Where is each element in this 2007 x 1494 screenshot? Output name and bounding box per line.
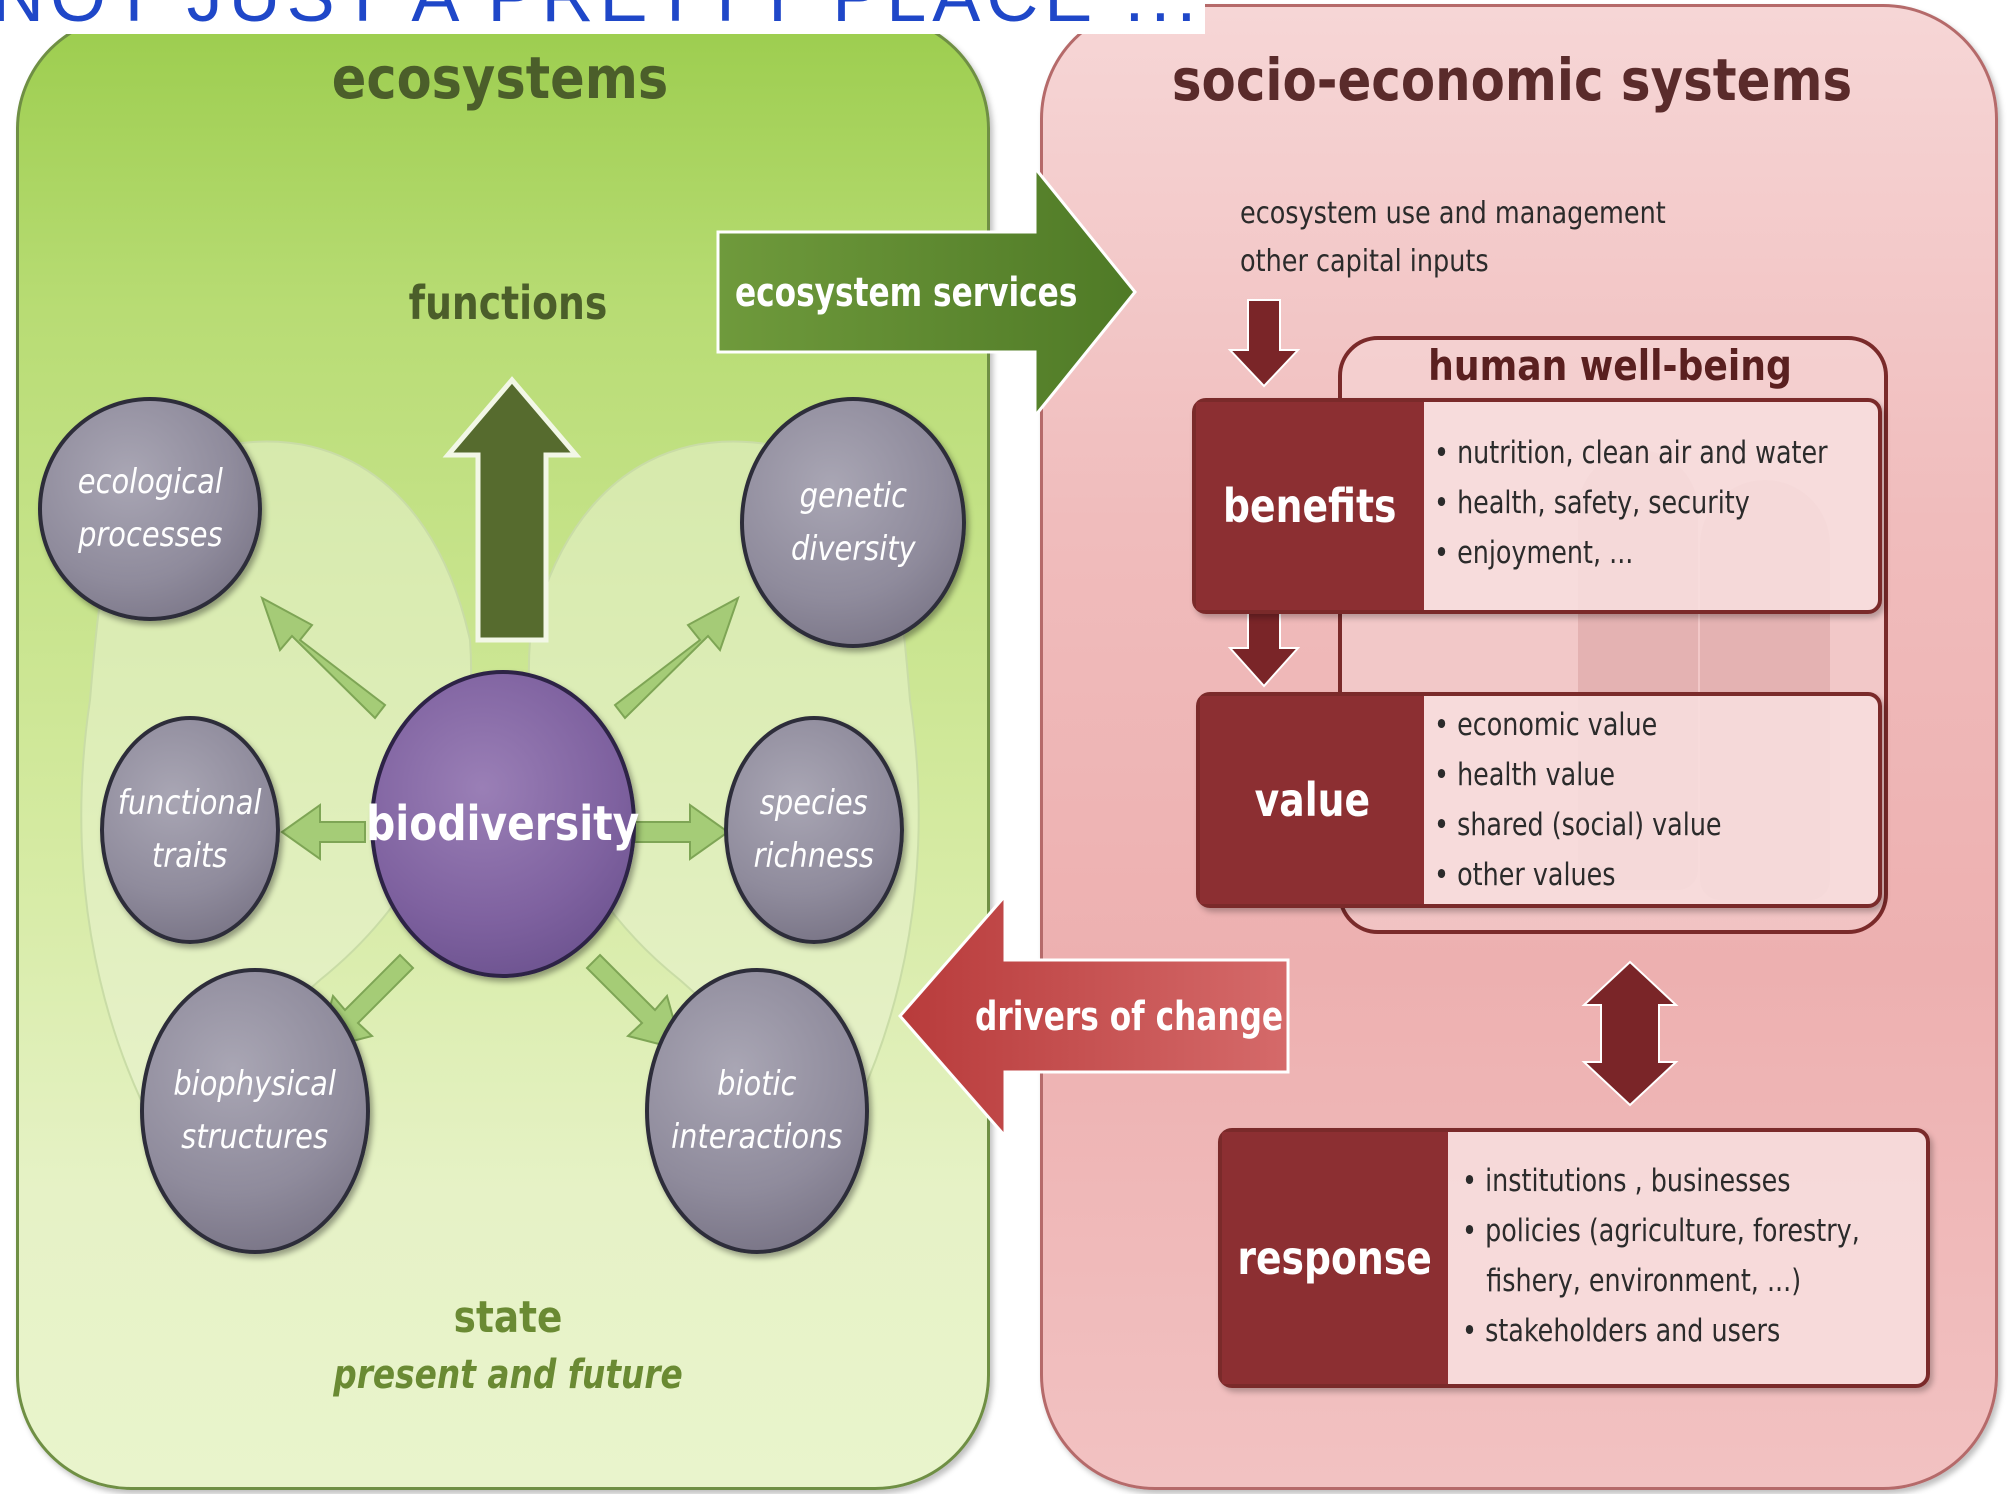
slide-title-text: NOT JUST A PRETTY PLACE ...: [0, 0, 1202, 34]
management-line: other capital inputs: [1240, 244, 1489, 279]
functions-label: functions: [408, 276, 608, 330]
functions-arrow: [442, 376, 582, 643]
node-text: structures: [181, 1117, 329, 1157]
value-box: value • economic value • health value • …: [1196, 692, 1882, 908]
benefits-to-value-arrow: [1227, 607, 1301, 688]
node-text: functional: [118, 783, 262, 824]
response-label: response: [1237, 1231, 1433, 1285]
node-text: richness: [753, 836, 875, 876]
node-text: traits: [152, 836, 228, 876]
biodiversity-label: biodiversity: [366, 795, 640, 852]
node-biodiversity: biodiversity: [366, 670, 640, 978]
node-text: diversity: [790, 528, 916, 569]
ecosystem-services-arrow: [716, 163, 1137, 421]
node-text: ecological: [77, 462, 223, 503]
node-genetic-diversity: genetic diversity: [740, 397, 966, 648]
wellbeing-response-arrow: [1581, 960, 1679, 1107]
benefits-box: benefits • nutrition, clean air and wate…: [1192, 398, 1882, 614]
response-item: • policies (agriculture, forestry,: [1462, 1213, 1860, 1249]
management-down-arrow: [1227, 299, 1301, 388]
value-label: value: [1254, 773, 1370, 827]
value-header: value: [1200, 696, 1424, 904]
value-item: • shared (social) value: [1434, 807, 1722, 843]
benefits-label: benefits: [1223, 479, 1397, 533]
node-functional-traits: functional traits: [100, 716, 280, 944]
node-text: processes: [77, 515, 223, 555]
ecosystems-title: ecosystems: [331, 44, 669, 112]
response-item: fishery, environment, ...): [1462, 1263, 1802, 1299]
response-list: • institutions , businesses • policies (…: [1462, 1156, 1860, 1356]
slide-title: NOT JUST A PRETTY PLACE ...: [0, 0, 1205, 34]
state-sublabel: present and future: [333, 1352, 683, 1398]
benefits-list: • nutrition, clean air and water • healt…: [1434, 428, 1828, 578]
state-label: state: [453, 1292, 563, 1343]
node-text: genetic: [799, 475, 907, 516]
socio-economic-title: socio-economic systems: [1171, 46, 1853, 114]
benefits-item: • nutrition, clean air and water: [1434, 435, 1828, 471]
value-item: • economic value: [1434, 707, 1658, 743]
drivers-of-change-arrow: [898, 892, 1290, 1140]
response-header: response: [1222, 1132, 1448, 1384]
ecosystem-services-label: ecosystem services: [735, 270, 1078, 316]
response-box: response • institutions , businesses • p…: [1218, 1128, 1930, 1388]
node-biophysical-structures: biophysical structures: [140, 968, 370, 1254]
value-item: • health value: [1434, 757, 1616, 793]
node-ecological-processes: ecological processes: [38, 397, 262, 621]
value-item: • other values: [1434, 857, 1616, 893]
node-text: biotic: [717, 1064, 797, 1105]
response-item: • institutions , businesses: [1462, 1163, 1791, 1199]
benefits-item: • enjoyment, ...: [1434, 535, 1634, 571]
value-list: • economic value • health value • shared…: [1434, 700, 1722, 900]
benefits-header: benefits: [1196, 402, 1424, 610]
benefits-item: • health, safety, security: [1434, 485, 1750, 521]
node-text: interactions: [671, 1117, 843, 1157]
response-item: • stakeholders and users: [1462, 1313, 1781, 1349]
node-text: biophysical: [173, 1064, 337, 1105]
drivers-of-change-label: drivers of change: [975, 994, 1284, 1040]
management-line: ecosystem use and management: [1240, 196, 1666, 231]
node-species-richness: species richness: [724, 716, 904, 944]
management-text: ecosystem use and management other capit…: [1240, 190, 1666, 286]
human-wellbeing-title: human well-being: [1428, 341, 1792, 390]
node-biotic-interactions: biotic interactions: [645, 968, 869, 1254]
node-text: species: [760, 783, 868, 824]
